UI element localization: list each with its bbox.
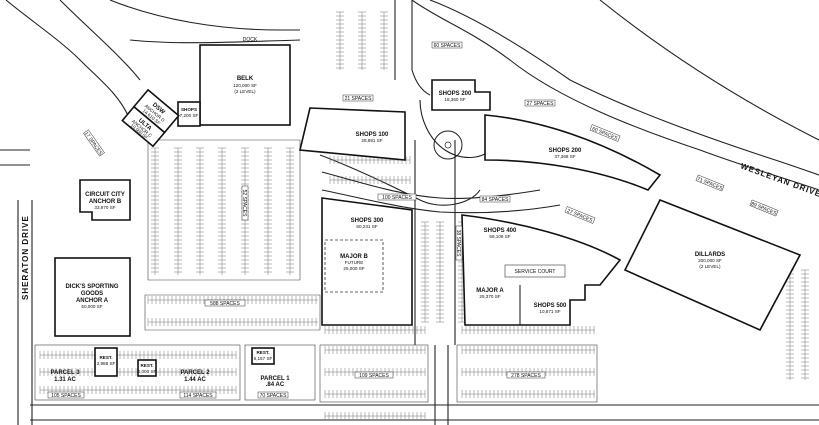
shops-belk: SHOPS 7,200 SF [177,101,201,127]
tag-r1: 71 SPACES [696,176,724,192]
circuit-city: CIRCUIT CITY ANCHOR B 33,970 SF [79,179,131,221]
parcel2-area: 1.44 AC [184,377,206,383]
shops400-area: 59,106 SF [489,234,510,239]
tag-p4: 109 SPACES [359,373,389,379]
parcel3-name: PARCEL 3 [50,370,80,376]
shops-belk-area: 7,200 SF [180,113,199,118]
tag-top: 60 SPACES [434,43,462,49]
shops400-name: SHOPS 400 [484,228,517,234]
dsw-ulta: DSW ANCHOR D 14,610 SF ULTA ANCHOR C 10,… [121,88,180,148]
tag-left: 17 SPACES [83,131,104,157]
tag-p2: 114 SPACES [183,393,213,399]
lower-lot [144,294,321,331]
tag-c2: 84 SPACES [482,197,510,203]
center-court [321,130,561,214]
circuit-city-role: ANCHOR B [89,199,122,205]
shops200-top-area: 18,360 SF [444,97,465,102]
dicks-area: 50,000 SF [81,304,102,309]
shops500-name: SHOPS 500 [534,303,567,309]
rest3-name: REST. [256,350,269,355]
outparcels: REST. 3,988 SF REST. 6,000 SF PARCEL 3 1… [34,344,598,403]
main-lot [147,139,301,281]
belk-name: BELK [237,76,254,82]
rest2-area: 6,000 SF [138,369,157,374]
tag-c1: 100 SPACES [382,195,412,201]
dillards: DILLARDS 200,000 SF (2 LEVEL) [623,198,802,332]
dillards-name: DILLARDS [695,252,725,258]
dillards-area: 200,000 SF [698,258,722,263]
dillards-note: (2 LEVEL) [699,264,721,269]
tag-r2: 89 SPACES [750,201,778,217]
shops100-area: 28,891 SF [361,138,382,143]
belk-area: 120,000 SF [233,83,257,88]
tag-main: 588 SPACES [210,301,240,307]
majora-name: MAJOR A [476,288,504,294]
sheraton-drive-label: SHERATON DRIVE [21,215,30,300]
shops300-name: SHOPS 300 [351,218,384,224]
tag-c6: 60 SPACES [591,126,619,142]
shops-200-top: SHOPS 200 18,360 SF [431,79,491,111]
shops-300: SHOPS 300 60,231 SF MAJOR B FUTURE 25,00… [321,197,413,326]
tag-p3: 70 SPACES [260,393,288,399]
parking-rows [39,11,809,420]
service-court: SERVICE COURT [515,269,556,275]
belk-note: (2 LEVEL) [234,89,256,94]
dicks-role: ANCHOR A [76,298,109,304]
dicks-sporting-goods: DICK'S SPORTING GOODS ANCHOR A 50,000 SF [54,257,131,337]
tag-v2: 38 SPACES [455,230,461,258]
tag-c3: 27 SPACES [527,101,555,107]
shops-400: SHOPS 400 59,106 SF SERVICE COURT MAJOR … [461,214,622,326]
tag-p5: 278 SPACES [511,373,541,379]
parcel3-area: 1.31 AC [54,377,76,383]
dicks-name: DICK'S SPORTING [65,284,118,290]
majorb-area: 25,000 SF [343,266,364,271]
shops200-name: SHOPS 200 [549,148,582,154]
wesleyan-drive-label: WESLEYAN DRIVE [739,161,819,199]
circuit-city-area: 33,970 SF [94,205,115,210]
rest1-area: 3,988 SF [97,361,116,366]
shops500-area: 10,871 SF [539,309,560,314]
parcel2-name: PARCEL 2 [180,370,210,376]
tag-v1: 52 SPACES [241,190,247,218]
circuit-city-name: CIRCUIT CITY [85,192,125,198]
parcel1-name: PARCEL 1 [260,376,290,382]
tag-c7: 27 SPACES [566,208,594,224]
shops200-area: 37,368 SF [554,154,575,159]
tag-p1: 105 SPACES [51,393,81,399]
shops-belk-name: SHOPS [181,107,197,112]
rest1-name: REST. [99,355,112,360]
belk-building: BELK 120,000 SF (2 LEVEL) DOCK [199,37,291,126]
belk-dock: DOCK [243,37,258,43]
dicks-name2: GOODS [81,291,103,297]
shops100-name: SHOPS 100 [356,132,389,138]
majorb-name: MAJOR B [340,254,368,260]
shops200-top-name: SHOPS 200 [439,91,472,97]
majorb-note: FUTURE [345,260,364,265]
majora-area: 25,370 SF [479,294,500,299]
tag-c5: 21 SPACES [345,96,373,102]
rest2-name: REST. [140,363,153,368]
rest3-area: 6,157 SF [254,356,273,361]
parcel1-area: .84 AC [266,382,285,388]
shops-200: SHOPS 200 37,368 SF [484,114,662,191]
shops300-area: 60,231 SF [356,224,377,229]
shops-100: SHOPS 100 28,891 SF [299,107,406,161]
